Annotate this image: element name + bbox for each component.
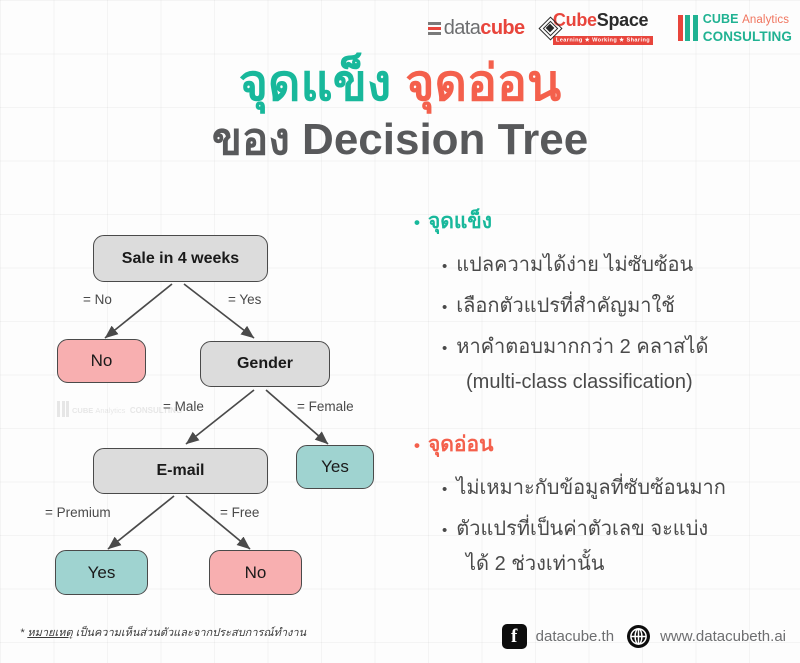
tree-edge-label-email-right: = Free <box>220 505 260 520</box>
tree-node-yes-2[interactable]: Yes <box>55 550 148 595</box>
title-line-2: ของ Decision Tree <box>211 115 589 164</box>
footnote-star: * <box>20 627 25 639</box>
weakness-item-1-label: ไม่เหมาะกับข้อมูลที่ซับซ้อนมาก <box>456 477 726 499</box>
weakness-item-2-label: ตัวแปรที่เป็นค่าตัวเลข จะแบ่ง <box>456 518 709 540</box>
globe-icon[interactable] <box>626 624 651 649</box>
strength-item-2: • เลือกตัวแปรที่สำคัญมาใช้ <box>442 293 794 320</box>
tree-node-no-1[interactable]: No <box>57 339 146 383</box>
bullet-dot-icon: • <box>442 299 448 316</box>
tree-edge-label-gender-right: = Female <box>297 399 354 414</box>
points-column: • จุดแข็ง • แปลความได้ง่าย ไม่ซับซ้อน • … <box>414 205 794 592</box>
tree-node-gender[interactable]: Gender <box>200 341 330 387</box>
cube-analytics-cube: CUBE <box>702 12 739 27</box>
social-links: datacube.th www.datacubeth.ai <box>501 624 786 649</box>
weakness-item-2-continuation: ได้ 2 ช่วงเท่านั้น <box>466 553 605 575</box>
facebook-label: datacube.th <box>535 628 615 645</box>
section-gap <box>414 410 794 428</box>
tree-node-root[interactable]: Sale in 4 weeks <box>93 235 268 282</box>
title-strength-word: จุดแข็ง <box>238 55 392 111</box>
bullet-dot-icon: • <box>414 436 420 455</box>
watermark-line1: CUBE Analytics <box>72 406 125 415</box>
tree-node-email[interactable]: E-mail <box>93 448 268 494</box>
watermark-cube: CUBE <box>72 406 94 415</box>
title-line-1: จุดแข็ง จุดอ่อน <box>0 55 800 111</box>
cube-analytics-logo: CUBE Analytics CONSULTING <box>677 10 792 46</box>
cubespace-tagline: Learning ★ Working ★ Sharing <box>552 36 654 45</box>
cube-analytics-line1: CUBE Analytics <box>703 12 789 26</box>
cube-analytics-line2: CONSULTING <box>702 29 792 44</box>
tree-edges <box>104 283 329 550</box>
strength-item-2-label: เลือกตัวแปรที่สำคัญมาใช้ <box>456 295 675 317</box>
title-weakness-word: จุดอ่อน <box>405 55 562 111</box>
cubespace-word-cube: Cube <box>552 9 597 30</box>
cubespace-word-space: Space <box>596 9 649 30</box>
weakness-item-1: • ไม่เหมาะกับข้อมูลที่ซับซ้อนมาก <box>442 475 794 502</box>
weaknesses-heading-label: จุดอ่อน <box>427 433 494 456</box>
footnote: * หมายเหตุ เป็นความเห็นส่วนตัวและจากประส… <box>20 623 306 641</box>
weaknesses-heading: • จุดอ่อน <box>414 428 794 461</box>
watermark-text: CUBE Analytics CONSULTING <box>72 400 182 418</box>
cube-analytics-analytics: Analytics <box>742 14 790 27</box>
page-title: จุดแข็ง จุดอ่อน ของ Decision Tree <box>0 55 800 166</box>
datacube-word-bold: cube <box>480 17 525 39</box>
watermark-analytics: Analytics <box>95 406 126 415</box>
cubespace-wordmark: CubeSpace Learning ★ Working ★ Sharing <box>552 9 662 46</box>
strengths-heading-label: จุดแข็ง <box>427 210 493 233</box>
watermark-bars-icon <box>57 400 69 417</box>
bullet-dot-icon: • <box>442 258 448 275</box>
weakness-item-2: • ตัวแปรที่เป็นค่าตัวเลข จะแบ่ง <box>442 516 794 543</box>
strength-item-3-label: หาคำตอบมากกว่า 2 คลาสได้ <box>456 336 709 358</box>
website-label: www.datacubeth.ai <box>660 628 786 645</box>
cubespace-title: CubeSpace <box>552 9 649 30</box>
bullet-dot-icon: • <box>442 481 448 498</box>
logo-bar: datacube CubeSpace Learning ★ Working ★ … <box>427 9 792 46</box>
strength-item-3-continuation: (multi-class classification) <box>466 371 693 393</box>
cube-analytics-bars-icon <box>677 15 698 41</box>
facebook-link[interactable]: datacube.th <box>501 624 615 649</box>
watermark-line2: CONSULTING <box>129 406 183 415</box>
strength-item-1: • แปลความได้ง่าย ไม่ซับซ้อน <box>442 252 794 279</box>
footnote-rest: เป็นความเห็นส่วนตัวและจากประสบการณ์ทำงาน <box>72 627 307 639</box>
tree-edge-label-email-left: = Premium <box>45 505 111 520</box>
datacube-logo: datacube <box>427 18 525 38</box>
datacube-bars-icon <box>427 21 441 35</box>
tree-watermark: CUBE Analytics CONSULTING <box>57 400 182 418</box>
strengths-heading: • จุดแข็ง <box>414 205 794 238</box>
website-link[interactable]: www.datacubeth.ai <box>626 624 786 649</box>
datacube-wordmark: datacube <box>444 18 525 38</box>
facebook-icon[interactable] <box>501 624 527 649</box>
tree-edge-label-root-left: = No <box>83 292 112 307</box>
tree-node-yes-1[interactable]: Yes <box>296 445 374 489</box>
cube-analytics-wordmark: CUBE Analytics CONSULTING <box>703 10 792 46</box>
decision-tree-diagram: Sale in 4 weeks No Gender Yes E-mail Yes… <box>0 196 400 606</box>
tree-edge-label-gender-left: = Male <box>163 399 204 414</box>
strength-item-1-label: แปลความได้ง่าย ไม่ซับซ้อน <box>456 254 694 276</box>
cubespace-diamond-icon <box>538 15 563 41</box>
tree-edge-label-root-right: = Yes <box>228 292 262 307</box>
strength-item-3: • หาคำตอบมากกว่า 2 คลาสได้ <box>442 334 794 361</box>
bullet-dot-icon: • <box>414 213 420 232</box>
footnote-underlined: หมายเหตุ <box>27 627 73 639</box>
cubespace-logo: CubeSpace Learning ★ Working ★ Sharing <box>538 9 662 46</box>
tree-node-no-2[interactable]: No <box>209 550 302 595</box>
bullet-dot-icon: • <box>442 522 448 539</box>
datacube-word-light: data <box>443 17 481 39</box>
bullet-dot-icon: • <box>442 340 448 357</box>
